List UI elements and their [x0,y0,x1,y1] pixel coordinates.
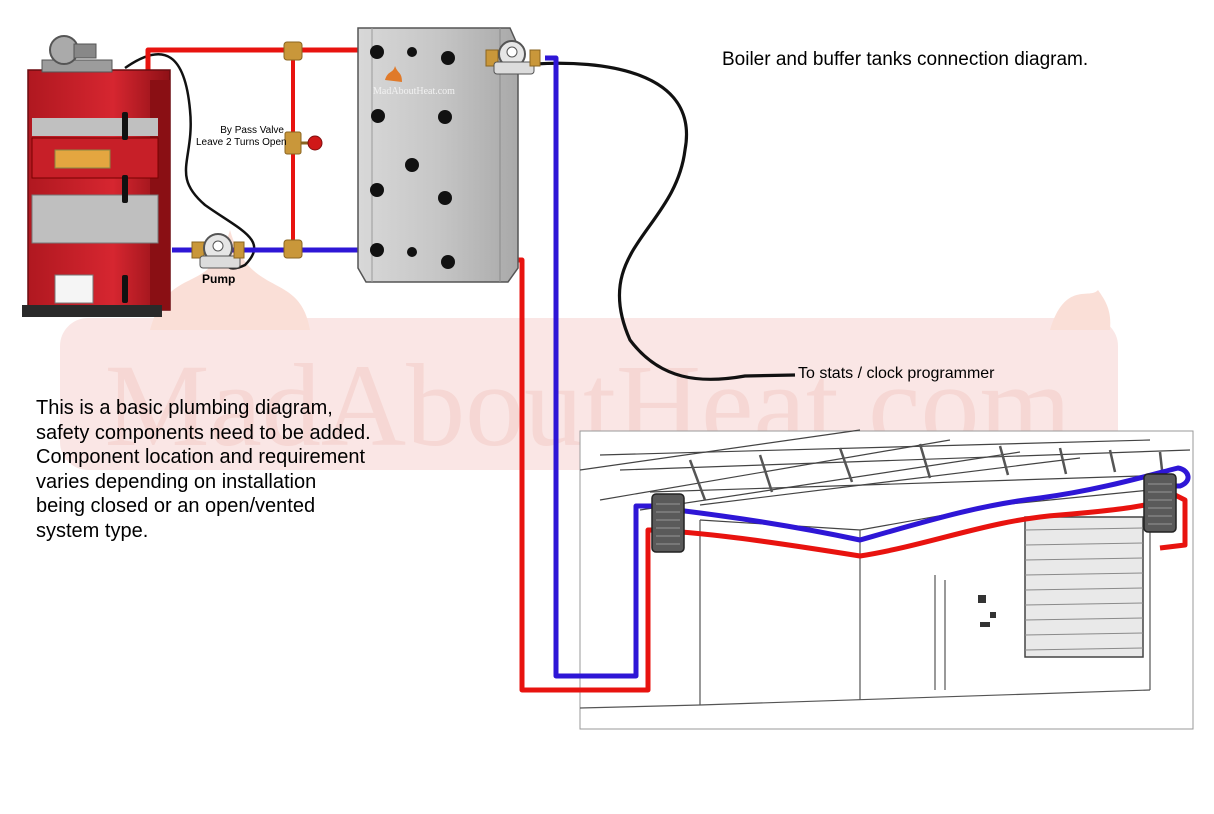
boiler-label-plate [54,149,111,169]
notes-line: This is a basic plumbing diagram, [36,397,333,419]
boiler-body [27,69,171,311]
bypass-assembly [283,41,323,259]
diagram-title: Boiler and buffer tanks connection diagr… [722,49,1089,70]
boiler-lower-door [31,194,159,244]
watermark-flame-right [1050,290,1111,330]
notes-line: varies depending on installation [36,470,317,493]
notes-line: being closed or an open/vented [36,495,316,517]
unit-heater-left [651,493,685,553]
bypass-valve-label-line: Leave 2 Turns Open [196,137,287,148]
boiler-cable [124,52,256,270]
watermark: MadAboutHeat.com [60,230,1118,471]
bypass-valve-body [284,131,302,155]
stats-label: To stats / clock programmer [798,365,995,382]
boiler-ash-window [54,274,94,304]
watermark-flame-left [150,230,310,330]
tank-body [357,27,519,283]
boiler-upper-door-gap [32,118,158,136]
pump-label: Pump [202,272,236,286]
stats-cable [534,61,796,381]
bypass-valve-handle-icon [307,135,323,151]
tank-logo: MadAboutHeat.com [373,86,455,97]
buffer-tank: MadAboutHeat.com [357,27,519,283]
boiler [22,35,171,317]
bypass-valve-label-line: By Pass Valve [220,125,284,136]
room-sketch [579,429,1194,730]
notes-line: system type. [36,519,149,542]
pump-icon [191,233,245,269]
lower-tee [283,239,303,259]
notes-paragraph: This is a basic plumbing diagram, safety… [36,396,476,543]
upper-tee [283,41,303,61]
boiler-base [22,305,162,317]
tank-pump-icon [485,40,541,75]
tank-ports [370,45,455,269]
boiler-flow-pipe [145,47,375,72]
roller-door [1024,516,1144,658]
unit-heater-right [1143,473,1177,533]
notes-line: safety components need to be added. [36,421,371,444]
heater-return-loop [659,465,1191,543]
tank-logo-flame-icon [385,66,402,82]
bypass-valve-label: By Pass Valve Leave 2 Turns Open [196,125,287,149]
notes-line: Component location and requirement [36,446,366,468]
